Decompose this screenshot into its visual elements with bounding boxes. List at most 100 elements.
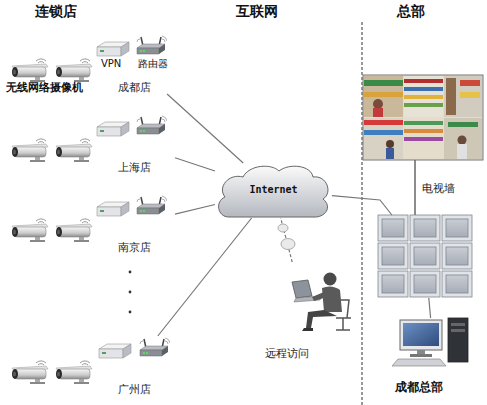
store-name: 上海店	[93, 162, 175, 174]
photo-shelf	[404, 87, 443, 91]
photo-shelf	[404, 95, 443, 99]
store-row	[12, 36, 167, 82]
vpn-icon	[99, 344, 131, 358]
zone-divider	[362, 22, 363, 405]
store-node: 广州店	[93, 336, 175, 396]
video-wall-node: 电视墙	[378, 215, 472, 298]
keyboard	[392, 359, 446, 366]
remote-user	[292, 273, 351, 332]
store-name: 广州店	[93, 384, 175, 396]
photo-person	[373, 108, 383, 117]
monitor-base	[410, 354, 432, 357]
monitor-screen	[403, 323, 439, 346]
shoe	[302, 328, 313, 331]
camera-icon	[56, 59, 92, 82]
store-name: 南京店	[93, 242, 175, 254]
photo-shelf	[404, 103, 443, 107]
photo-shelf	[460, 92, 480, 98]
router-icon	[140, 338, 170, 356]
device-label: VPN	[101, 58, 121, 69]
monitor-stand	[417, 350, 425, 354]
wall-label: 电视墙	[422, 183, 455, 195]
connector-line	[175, 205, 215, 215]
wall-screen-glass	[414, 275, 436, 293]
photo-shelf	[460, 80, 480, 86]
photo-shelf	[364, 92, 403, 97]
photo-person	[457, 144, 467, 159]
section-heading: 总部	[397, 4, 425, 19]
dot	[129, 291, 132, 294]
hq-computer	[392, 318, 468, 366]
laptop-screen	[292, 280, 312, 298]
monitor-frame	[400, 320, 442, 350]
connector-line	[429, 298, 431, 318]
wall-screen-glass	[414, 247, 436, 265]
wall-screen	[442, 243, 472, 269]
pc-drive	[451, 323, 465, 326]
video-feed-line	[414, 160, 416, 215]
photo-shelf	[364, 80, 403, 86]
torso	[322, 286, 342, 312]
device-label: 无线网络摄像机	[6, 82, 83, 94]
router-icon	[137, 36, 167, 54]
thought-bubble	[278, 224, 288, 232]
dot	[129, 311, 132, 314]
photo-person	[373, 99, 383, 109]
pc-drive	[451, 329, 465, 332]
router-icon	[137, 116, 167, 134]
section-heading: 连锁店	[35, 4, 77, 19]
wall-screen-glass	[382, 219, 404, 237]
hq-label: 成都总部	[395, 381, 443, 394]
dot	[129, 271, 132, 274]
wall-screen	[378, 243, 408, 269]
wall-screen-glass	[382, 275, 404, 293]
connector-line	[332, 196, 392, 215]
photo-shelf	[364, 120, 403, 125]
connector-line	[281, 218, 293, 262]
connector-line	[175, 158, 215, 171]
store-node: 上海店	[93, 114, 175, 174]
device-label: 路由器	[138, 58, 168, 69]
wall-screen-glass	[446, 247, 468, 265]
camera-icon	[12, 219, 48, 242]
camera-icon	[56, 139, 92, 162]
internet-cloud: Internet	[215, 163, 332, 218]
laptop-base	[294, 296, 322, 302]
section-heading: 互联网	[236, 4, 278, 19]
wall-screen	[378, 215, 408, 241]
photo-shelf	[364, 130, 403, 135]
wall-screen-glass	[382, 247, 404, 265]
collage-frame	[363, 75, 483, 160]
photo-person	[386, 140, 394, 148]
cloud-label: Internet	[215, 184, 332, 196]
legs	[306, 310, 337, 328]
store-name: 成都店	[93, 82, 175, 94]
photo-cell	[364, 118, 403, 159]
store-row	[12, 338, 170, 384]
wall-screen-glass	[446, 275, 468, 293]
photo-shelf	[404, 79, 443, 83]
store-row	[12, 196, 167, 242]
store-row	[12, 116, 167, 162]
wall-screen	[410, 215, 440, 241]
camera-icon	[56, 361, 92, 384]
wall-screen	[442, 271, 472, 297]
connector-line	[167, 94, 243, 163]
remote-access-node: 远程访问	[255, 262, 355, 360]
vpn-icon	[97, 42, 129, 56]
video-wall	[378, 215, 472, 297]
monitor-collage	[363, 75, 483, 160]
thought-bubble	[281, 239, 295, 250]
photo-shelf	[404, 121, 443, 125]
wall-screen	[410, 271, 440, 297]
photo-cell	[444, 76, 482, 117]
head	[324, 273, 337, 286]
photo-shelf	[404, 129, 443, 133]
wall-screen	[442, 215, 472, 241]
wall-screen	[410, 243, 440, 269]
camera-icon	[12, 59, 48, 82]
photo-person	[458, 136, 467, 145]
wall-screen	[378, 271, 408, 297]
